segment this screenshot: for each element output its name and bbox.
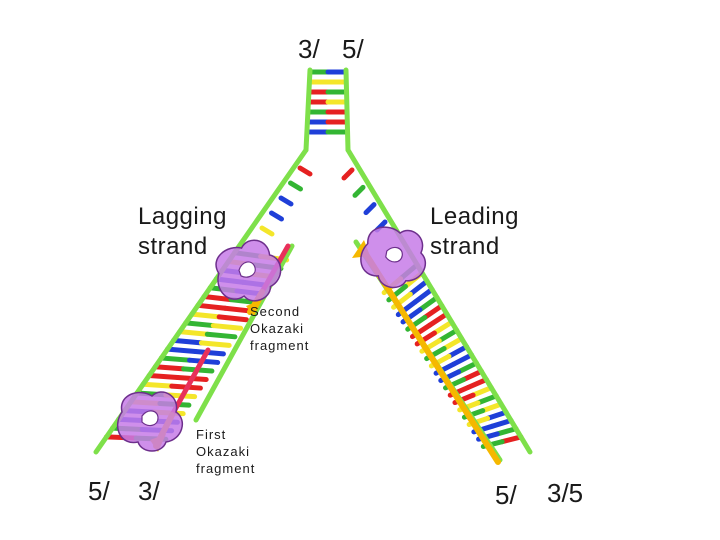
lagging-polymerase-first xyxy=(117,391,184,452)
leading-rung-base xyxy=(451,352,474,367)
leading-rung-base xyxy=(431,319,455,336)
first-fragment-line-3: fragment xyxy=(196,461,256,476)
first-okazaki-fragment-label: First Okazaki fragment xyxy=(196,426,255,477)
second-fragment-line-1: Second xyxy=(250,304,301,319)
leading-rung-base xyxy=(485,409,509,421)
lagging-strand-label: Lagging strand xyxy=(138,205,227,259)
backbone-leading-template xyxy=(345,147,533,455)
end-label-bottom-left-5: 5/ xyxy=(88,476,110,506)
lagging-rung-base xyxy=(152,364,187,372)
lagging-unpaired-base xyxy=(269,210,284,222)
first-fragment-line-2: Okazaki xyxy=(196,444,250,459)
leading-label-line-1: Leading xyxy=(430,203,519,230)
lagging-rung-base xyxy=(210,323,244,331)
backbone-top-right xyxy=(343,67,351,153)
lagging-rung-base xyxy=(146,372,181,381)
leading-rung-base xyxy=(470,385,494,398)
leading-polymerase xyxy=(360,226,427,289)
leading-rung-base xyxy=(422,303,445,320)
lagging-rung-base xyxy=(201,294,234,303)
lagging-rung-base xyxy=(177,329,210,337)
leading-unpaired-base xyxy=(341,167,355,181)
lagging-rung-base xyxy=(216,314,249,323)
leading-rung-base xyxy=(446,344,470,359)
leading-unpaired-base xyxy=(352,184,366,198)
leading-rung-base xyxy=(480,401,504,414)
second-fragment-line-3: fragment xyxy=(250,338,310,353)
lagging-unpaired-base xyxy=(278,195,294,207)
polymerase-enzymes xyxy=(117,226,427,452)
second-okazaki-fragment-label: Second Okazaki fragment xyxy=(250,303,309,354)
leading-rung-base xyxy=(494,426,519,437)
lagging-rung-base xyxy=(140,381,175,389)
leading-unpaired-base xyxy=(363,202,377,216)
lagging-rung-base xyxy=(165,346,198,355)
leading-rung-base xyxy=(436,327,460,344)
leading-rung-base xyxy=(499,434,524,445)
lagging-rung-base xyxy=(158,355,193,363)
lagging-rung-base xyxy=(183,320,216,329)
lagging-unpaired-base xyxy=(288,180,303,192)
lagging-polymerase-first-site xyxy=(141,410,159,427)
first-fragment-primer xyxy=(169,347,211,418)
leading-label-line-2: strand xyxy=(430,233,500,260)
lagging-label-line-2: strand xyxy=(138,233,208,260)
leading-rung-base xyxy=(407,278,430,297)
first-fragment-line-1: First xyxy=(196,427,227,442)
second-fragment-line-2: Okazaki xyxy=(250,321,304,336)
leading-rung-base xyxy=(427,311,450,328)
lagging-polymerase-second-site xyxy=(238,261,256,278)
lagging-rung-base xyxy=(204,331,238,340)
lagging-rung-base xyxy=(195,302,228,311)
end-label-bottom-right-5: 5/ xyxy=(495,480,517,510)
leading-rung-base xyxy=(412,286,435,305)
leading-rung-base xyxy=(460,368,484,383)
leading-rung-base xyxy=(489,418,514,429)
leading-rung-base xyxy=(456,360,479,375)
leading-rung-base xyxy=(475,393,499,406)
leading-rung-base xyxy=(417,295,440,313)
lagging-rung-base xyxy=(171,337,204,346)
leading-polymerase-site xyxy=(385,246,403,263)
leading-rung-base xyxy=(465,377,489,390)
end-label-top-right: 5/ xyxy=(342,34,364,64)
end-label-top-left: 3/ xyxy=(298,34,320,64)
lagging-unpaired-base xyxy=(297,165,313,177)
lagging-unpaired-base xyxy=(259,225,275,237)
lagging-rung-base xyxy=(192,349,226,357)
lagging-label-line-1: Lagging xyxy=(138,203,227,230)
leading-strand-label: Leading strand xyxy=(430,205,519,259)
backbone-top-left xyxy=(303,67,313,153)
lagging-rung-base xyxy=(189,311,222,320)
lagging-polymerase-second xyxy=(215,239,282,302)
end-label-bottom-left-3: 3/ xyxy=(138,476,160,506)
leading-rung-base xyxy=(441,336,465,352)
lagging-rung-base xyxy=(198,340,232,348)
end-label-bottom-right-3: 3/5 xyxy=(547,478,584,508)
second-fragment-arrowhead xyxy=(246,300,262,316)
